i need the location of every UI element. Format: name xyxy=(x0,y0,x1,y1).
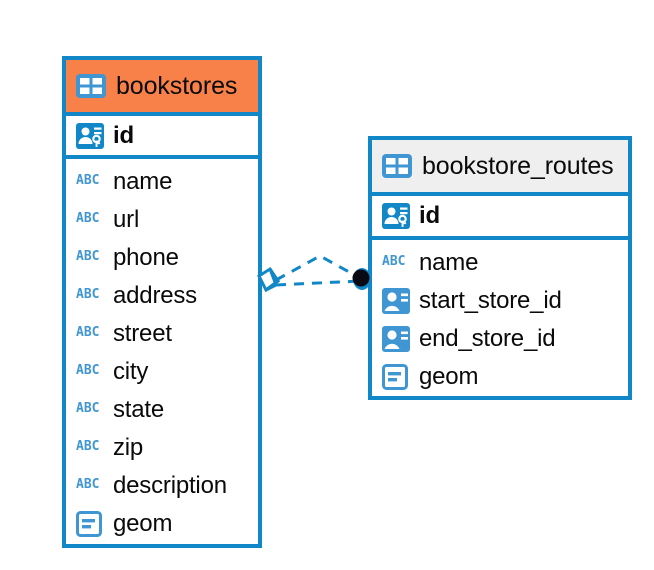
field-list-bookstore-routes: ABC name start_store_id xyxy=(372,240,628,396)
text-abc-icon: ABC xyxy=(76,473,104,499)
svg-text:ABC: ABC xyxy=(76,249,99,264)
svg-text:ABC: ABC xyxy=(76,439,99,454)
field-row-name[interactable]: ABC name xyxy=(372,244,628,282)
field-label: geom xyxy=(113,510,173,537)
field-row-start-store-id[interactable]: start_store_id xyxy=(372,282,628,320)
field-row-description[interactable]: ABC description xyxy=(66,467,258,505)
field-row-geom[interactable]: geom xyxy=(372,358,628,396)
text-abc-icon: ABC xyxy=(76,321,104,347)
text-abc-icon: ABC xyxy=(76,207,104,233)
table-icon xyxy=(76,74,106,98)
field-row-street[interactable]: ABC street xyxy=(66,315,258,353)
geometry-icon xyxy=(76,511,104,537)
field-label: phone xyxy=(113,244,179,271)
field-label: url xyxy=(113,206,140,233)
svg-text:ABC: ABC xyxy=(76,173,99,188)
field-row-zip[interactable]: ABC zip xyxy=(66,429,258,467)
svg-text:ABC: ABC xyxy=(76,325,99,340)
primary-key-icon xyxy=(382,203,410,229)
text-abc-icon: ABC xyxy=(76,435,104,461)
entity-bookstore-routes[interactable]: bookstore_routes id ABC xyxy=(368,136,632,400)
field-label: end_store_id xyxy=(419,325,556,352)
field-label: zip xyxy=(113,434,144,461)
field-row-end-store-id[interactable]: end_store_id xyxy=(372,320,628,358)
svg-text:ABC: ABC xyxy=(76,211,99,226)
svg-text:ABC: ABC xyxy=(76,363,99,378)
field-row-id[interactable]: id xyxy=(372,192,628,240)
field-row-address[interactable]: ABC address xyxy=(66,277,258,315)
text-abc-icon: ABC xyxy=(382,250,410,276)
field-label: name xyxy=(419,249,479,276)
text-abc-icon: ABC xyxy=(76,169,104,195)
svg-text:ABC: ABC xyxy=(76,401,99,416)
field-row-id[interactable]: id xyxy=(66,112,258,159)
entity-header-bookstores[interactable]: bookstores xyxy=(66,60,258,112)
field-label: state xyxy=(113,396,165,423)
text-abc-icon: ABC xyxy=(76,245,104,271)
relationship-line-upper xyxy=(275,254,361,282)
field-label: geom xyxy=(419,363,479,390)
field-row-phone[interactable]: ABC phone xyxy=(66,239,258,277)
foreign-key-icon xyxy=(382,326,410,352)
entity-bookstores[interactable]: bookstores id ABC xyxy=(62,56,262,548)
text-abc-icon: ABC xyxy=(76,397,104,423)
svg-text:ABC: ABC xyxy=(76,287,99,302)
entity-title: bookstore_routes xyxy=(422,151,614,180)
geometry-icon xyxy=(382,364,410,390)
svg-text:ABC: ABC xyxy=(382,254,405,269)
field-row-state[interactable]: ABC state xyxy=(66,391,258,429)
field-label: street xyxy=(113,320,172,347)
field-label: id xyxy=(419,202,440,229)
text-abc-icon: ABC xyxy=(76,283,104,309)
table-icon xyxy=(382,154,412,178)
entity-header-bookstore-routes[interactable]: bookstore_routes xyxy=(372,140,628,192)
field-label: name xyxy=(113,168,173,195)
field-label: address xyxy=(113,282,197,309)
svg-text:ABC: ABC xyxy=(76,477,99,492)
field-row-name[interactable]: ABC name xyxy=(66,163,258,201)
primary-key-icon xyxy=(76,122,104,149)
field-list-bookstores: ABC name ABC url ABC phone ABC xyxy=(66,159,258,543)
relationship-line-lower xyxy=(275,279,361,287)
field-row-city[interactable]: ABC city xyxy=(66,353,258,391)
entity-title: bookstores xyxy=(116,71,238,100)
field-label: city xyxy=(113,358,149,385)
field-row-geom[interactable]: geom xyxy=(66,505,258,543)
field-label: start_store_id xyxy=(419,287,562,314)
field-label: id xyxy=(113,121,134,149)
text-abc-icon: ABC xyxy=(76,359,104,385)
field-label: description xyxy=(113,472,227,499)
field-row-url[interactable]: ABC url xyxy=(66,201,258,239)
foreign-key-icon xyxy=(382,288,410,314)
